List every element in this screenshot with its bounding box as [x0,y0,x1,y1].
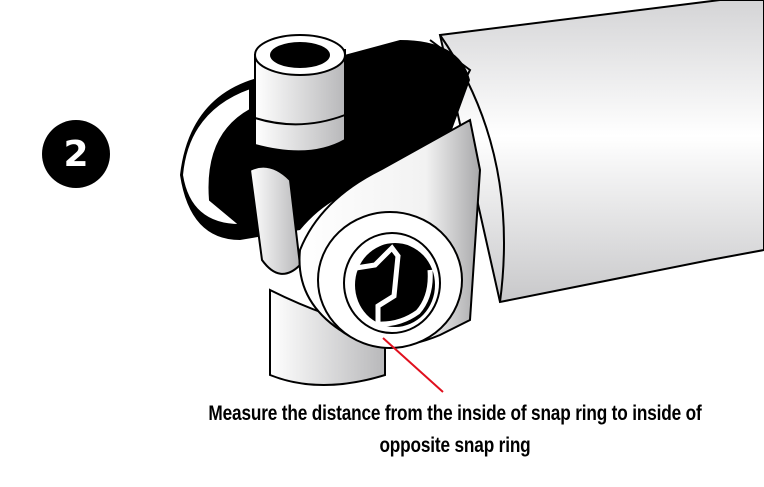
instruction-caption: Measure the distance from the inside of … [205,398,705,462]
step-number-badge: 2 [42,120,110,188]
snap-ring [355,244,433,327]
bearing-bore [317,211,463,349]
driveshaft-tube [438,0,764,304]
callout-line [382,337,444,393]
step-number: 2 [63,133,89,175]
top-bearing-cap [254,34,346,153]
bottom-bearing-cap [269,288,386,386]
caption-line-2: opposite snap ring [379,434,531,457]
caption-line-1: Measure the distance from the inside of … [208,402,702,425]
